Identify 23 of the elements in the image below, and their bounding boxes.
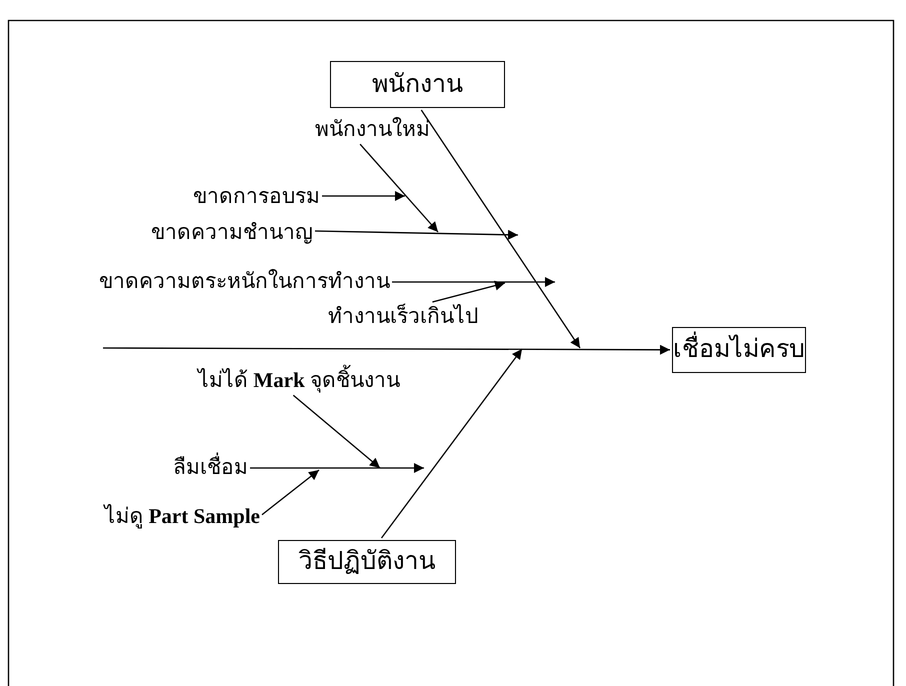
category-label: พนักงาน	[372, 70, 463, 100]
bone-arrow	[250, 463, 424, 473]
spine-arrow	[103, 344, 670, 355]
category-box	[330, 61, 505, 108]
bone-arrow	[314, 230, 518, 240]
bone-arrow	[262, 469, 320, 516]
effect-box	[672, 327, 806, 373]
bone-arrow	[392, 277, 555, 287]
cause-label: ทำงานเร็วเกินไป	[328, 304, 478, 330]
cause-label: ขาดการอบรม	[193, 184, 320, 210]
category-label: วิธีปฏิบัติงาน	[298, 547, 436, 577]
cause-label: พนักงานใหม่	[315, 117, 430, 142]
bone-arrow	[432, 280, 506, 303]
bone-arrow	[322, 191, 405, 201]
cause-label: ไม่ดู Part Sample	[104, 504, 260, 530]
bone-arrow	[360, 144, 438, 232]
cause-label: ลืมเชื่อม	[173, 455, 248, 480]
category-box	[278, 540, 456, 584]
bone-arrow	[420, 110, 581, 348]
bone-arrow	[292, 394, 380, 468]
cause-label: ขาดความตระหนักในการทำงาน	[99, 269, 390, 294]
bone-arrow	[380, 348, 523, 538]
cause-label: ขาดความชำนาญ	[151, 220, 313, 246]
